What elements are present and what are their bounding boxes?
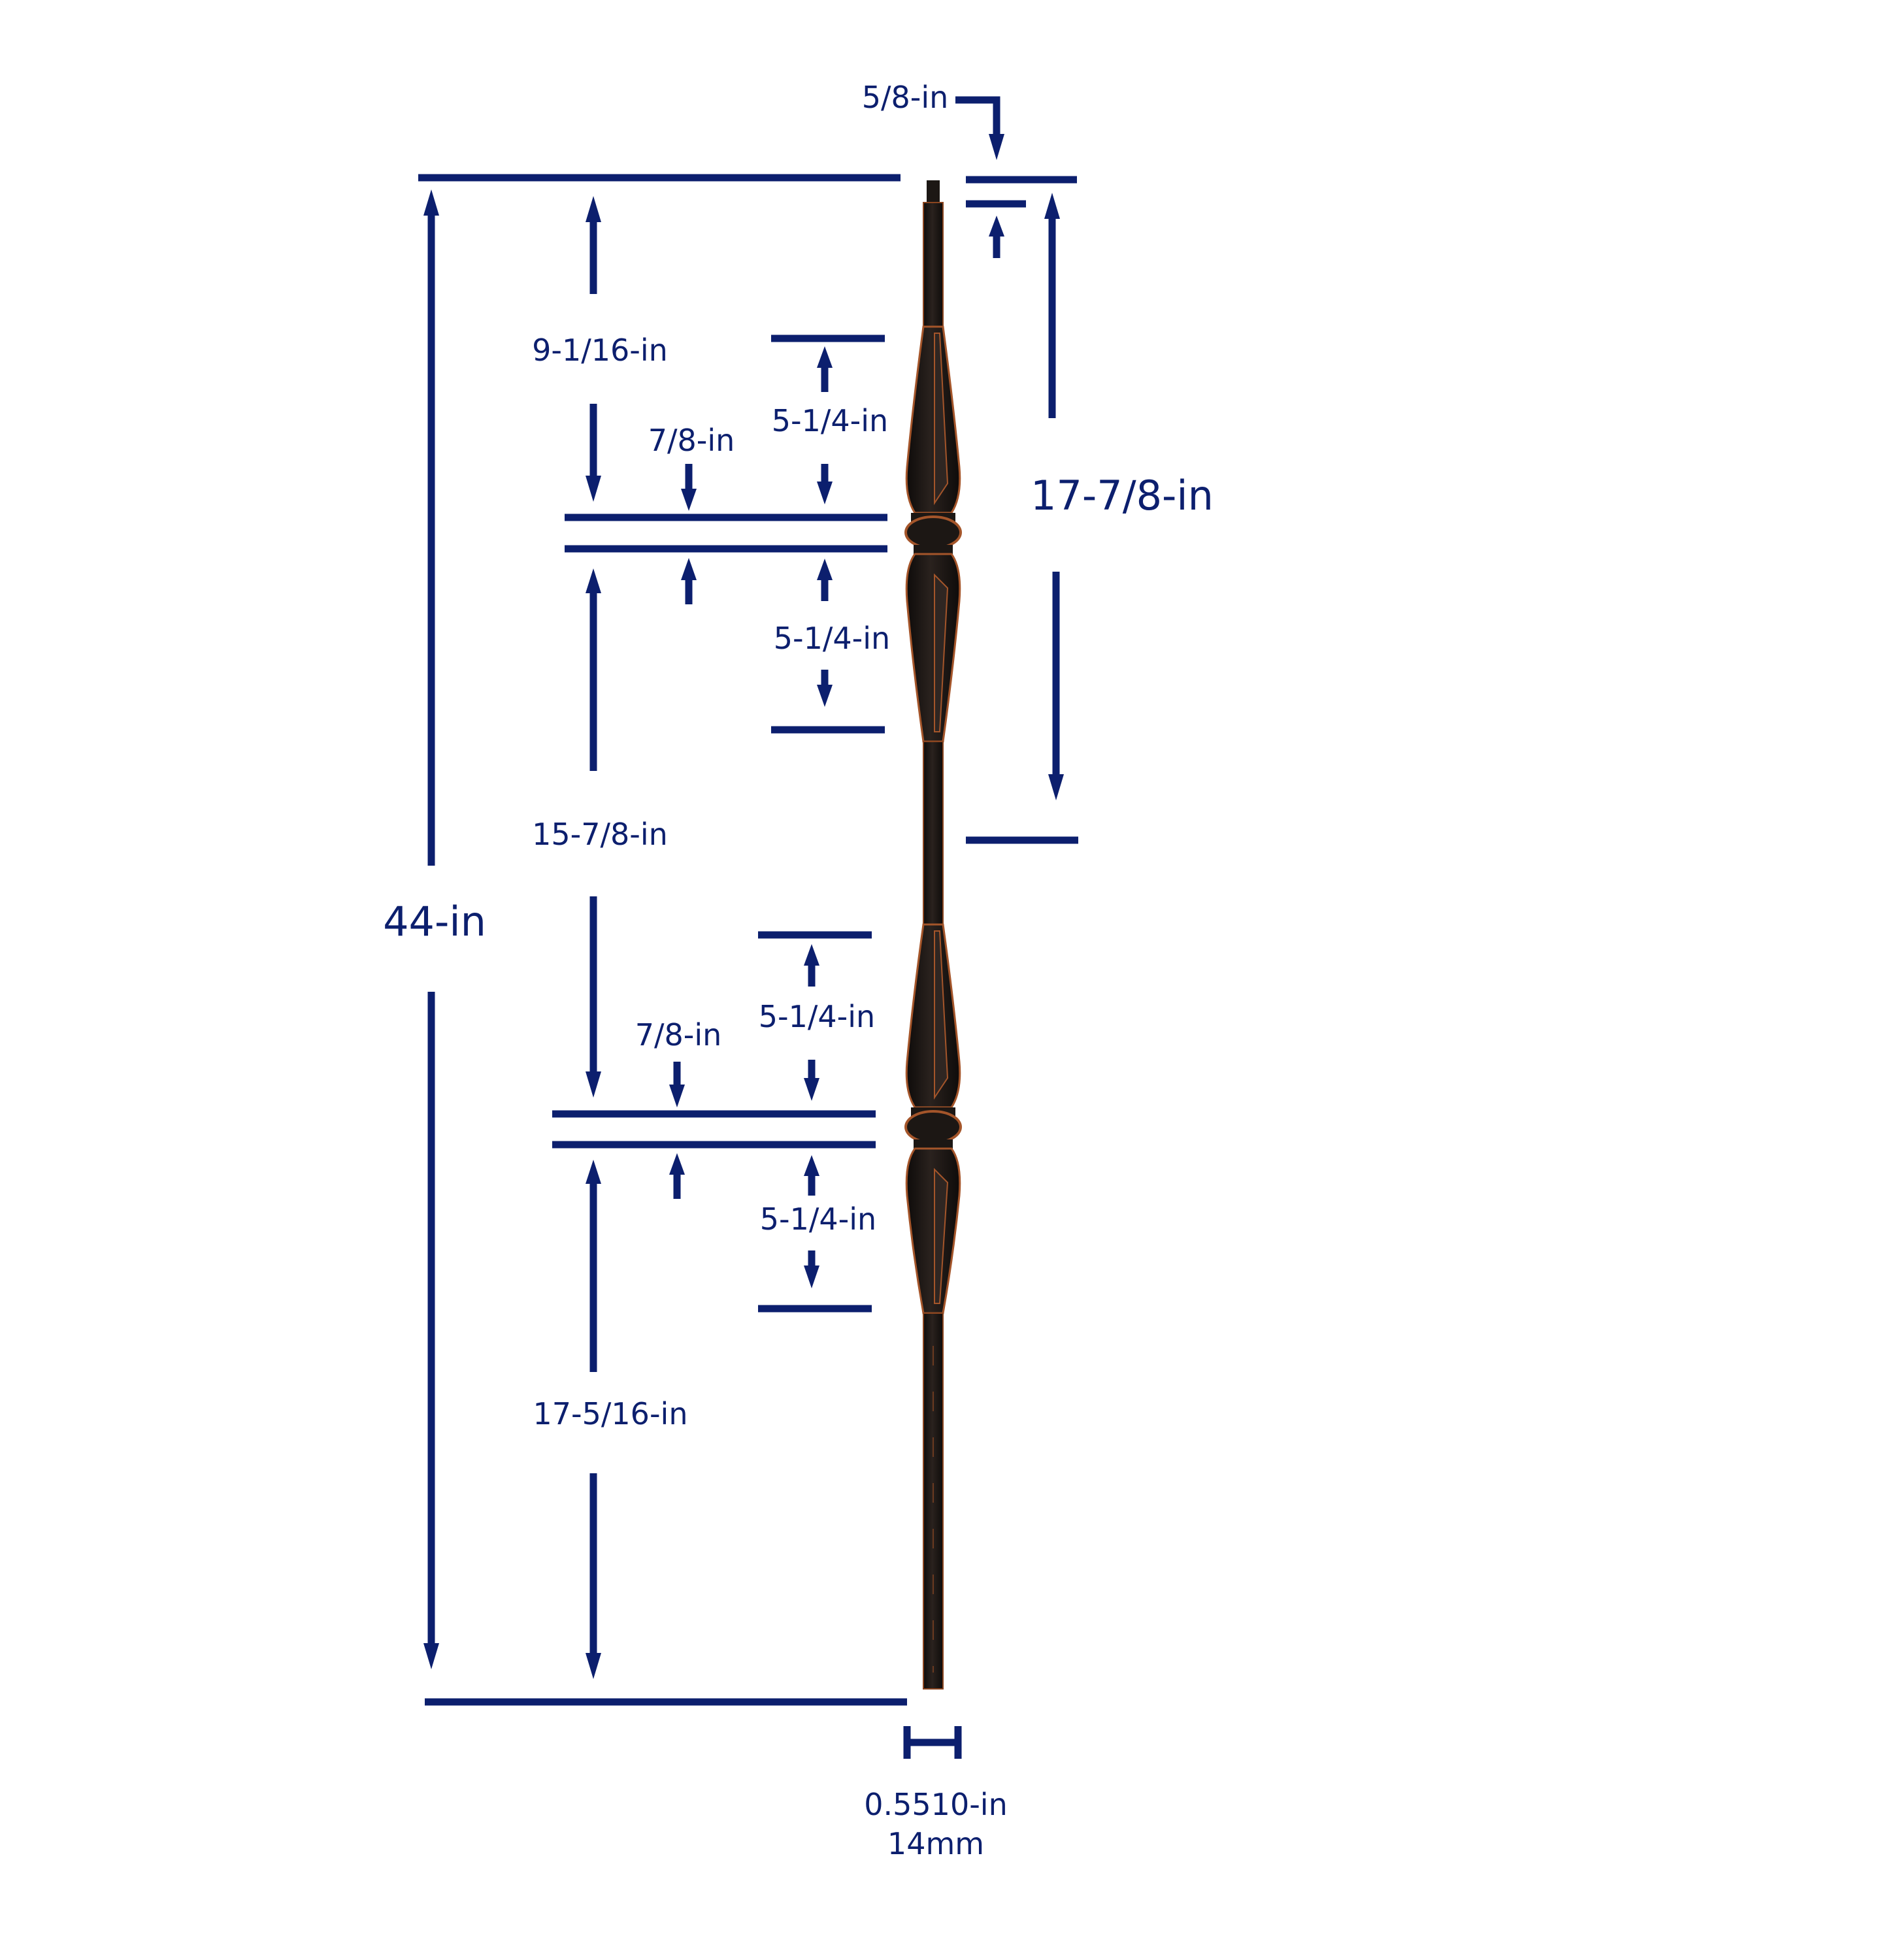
baluster [904, 180, 962, 1690]
baluster-upper-taper-top [905, 325, 961, 514]
baluster-upper-taper-bottom [905, 553, 961, 743]
dimension-labels: 44-in 5/8-in 17-7/8-in 9-1/16-in 7/8-in … [383, 80, 1214, 1861]
label-upper-taper-top: 5-1/4-in [772, 403, 888, 438]
label-middle-shaft: 15-7/8-in [532, 817, 668, 852]
label-upper-collar: 7/8-in [648, 423, 735, 458]
label-top-pin: 5/8-in [862, 80, 949, 115]
label-lower-collar: 7/8-in [635, 1017, 722, 1053]
baluster-lower-collar [904, 1107, 962, 1149]
baluster-lower-taper-bottom [905, 1147, 961, 1315]
label-width-mm: 14mm [887, 1826, 984, 1861]
baluster-lower-taper-top [905, 923, 961, 1109]
label-overall-height: 44-in [383, 898, 486, 945]
label-lower-taper-bottom: 5-1/4-in [760, 1201, 876, 1237]
label-top-section: 17-7/8-in [1031, 472, 1214, 519]
baluster-top-pin [927, 180, 940, 204]
label-upper-shaft: 9-1/16-in [532, 333, 668, 368]
label-upper-taper-bottom: 5-1/4-in [774, 621, 890, 656]
label-width-inches: 0.5510-in [864, 1787, 1008, 1822]
dimension-lines [418, 96, 1078, 1759]
baluster-upper-shaft [923, 202, 944, 327]
label-lower-shaft: 17-5/16-in [533, 1396, 688, 1431]
label-lower-taper-top: 5-1/4-in [759, 999, 875, 1034]
baluster-upper-collar [904, 513, 962, 554]
